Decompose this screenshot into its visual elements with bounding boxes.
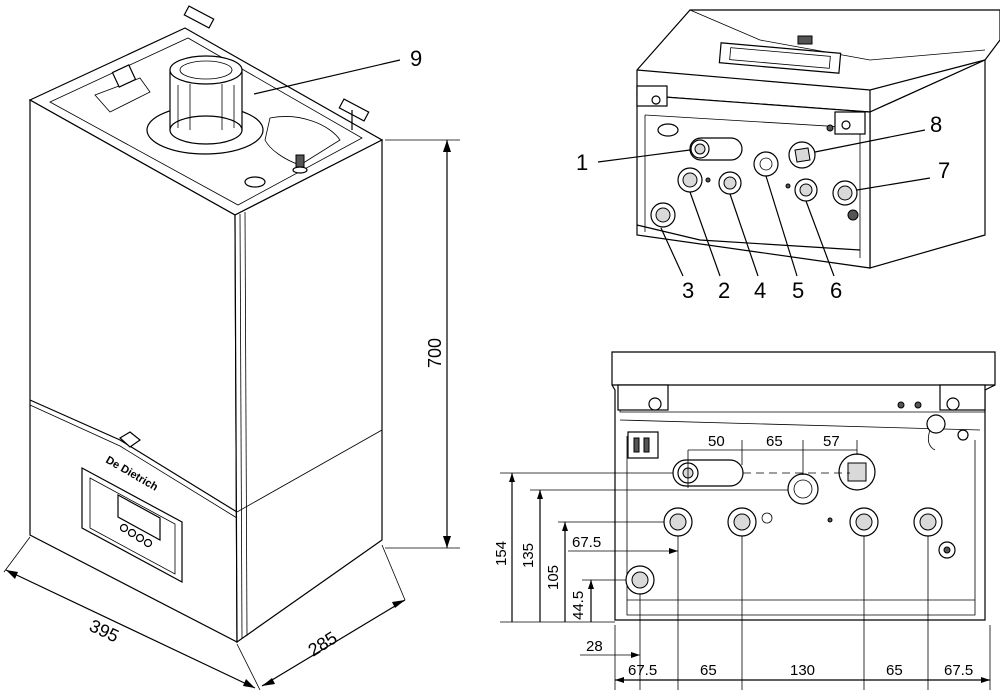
connections-isometric-view: 1 3 2 4 5 6 7 8: [576, 9, 1000, 303]
top-dim-1: 50: [708, 433, 725, 450]
vertical-dim-44-5: 44.5: [570, 591, 587, 620]
callout-3: 3: [682, 278, 694, 303]
vertical-dim-154: 154: [493, 541, 510, 566]
callout-2: 2: [718, 278, 730, 303]
bottom-dim-5: 67.5: [944, 662, 973, 679]
bottom-dim-3: 130: [790, 662, 815, 679]
callout-1: 1: [576, 150, 588, 175]
vertical-dim-105: 105: [545, 565, 562, 590]
bottom-dim-1: 67.5: [628, 662, 657, 679]
offset-dim-28: 28: [586, 638, 603, 655]
height-dimension-label: 700: [425, 338, 445, 368]
bottom-dim-4: 65: [886, 662, 903, 679]
depth-dimension-label: 285: [305, 628, 341, 661]
vertical-dim-135: 135: [520, 543, 537, 568]
offset-dim-67-5: 67.5: [572, 534, 601, 551]
callout-7: 7: [938, 158, 950, 183]
connections-dimension-view: 50 65 57 154 135 105 44.5 67.5 28: [493, 351, 996, 690]
brand-logo-icon: [118, 431, 142, 448]
callout-9: 9: [410, 46, 422, 71]
top-dim-2: 65: [766, 433, 783, 450]
bottom-dim-2: 65: [700, 662, 717, 679]
boiler-isometric-view: De Dietrich 700 395: [3, 5, 460, 691]
top-dim-3: 57: [823, 433, 840, 450]
callout-8: 8: [930, 112, 942, 137]
callout-6: 6: [830, 278, 842, 303]
callout-4: 4: [754, 278, 766, 303]
width-dimension-label: 395: [86, 615, 122, 646]
callout-5: 5: [792, 278, 804, 303]
